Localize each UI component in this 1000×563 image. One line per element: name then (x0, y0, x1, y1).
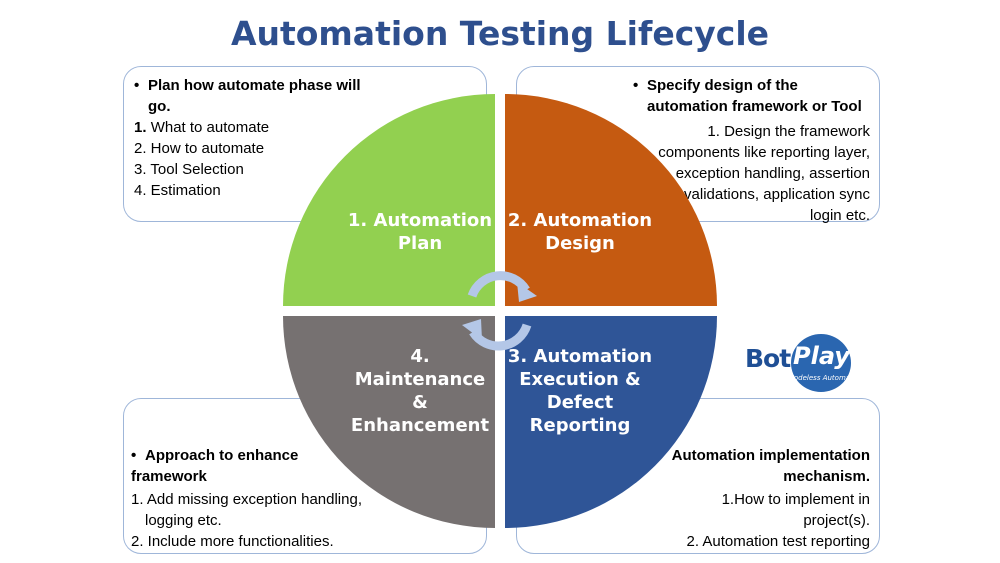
botplay-logo: Bot Play Codeless Automation (745, 334, 865, 394)
maintenance-item: 2. Include more functionalities. (131, 533, 334, 550)
page-title: Automation Testing Lifecycle (230, 14, 770, 53)
design-heading-line-2: automation framework or Tool (647, 98, 862, 115)
bullet-icon: • (131, 447, 137, 464)
quadrant-label-line: Plan (397, 233, 443, 254)
quadrant-label-line: 1. Automation (347, 210, 493, 231)
design-body-line: l validations, application sync (676, 186, 870, 203)
bullet-icon: • (134, 77, 140, 94)
quadrant-label-line: Design (545, 233, 615, 254)
plan-heading-line-2: go. (148, 98, 171, 115)
quadrant-label-line: & (412, 392, 428, 413)
bullet-icon: • (633, 77, 639, 94)
design-heading-line-1: •Specify design of the (633, 77, 798, 94)
plan-item: 3. Tool Selection (134, 161, 244, 178)
logo-text-play: Play (793, 342, 850, 370)
quadrant-maintenance-label: 4. Maintenance & Enhancement (320, 345, 520, 437)
logo-text-bot: Bot (745, 344, 791, 373)
quadrant-execution (505, 316, 717, 528)
quadrant-label-line: 4. (410, 346, 430, 367)
quadrant-label-line: 3. Automation (507, 346, 653, 367)
design-body-line: exception handling, assertion (675, 165, 870, 182)
quadrant-plan-label: 1. Automation Plan (320, 209, 520, 255)
quadrant-label-line: Defect (546, 392, 614, 413)
quadrant-plan (283, 94, 495, 306)
execution-heading-line-1: Automation implementation (671, 447, 870, 464)
design-body-line: components like reporting layer, (658, 144, 870, 161)
quadrant-label-line: Maintenance (354, 369, 486, 390)
quadrant-design (505, 94, 717, 306)
maintenance-item: 1. Add missing exception handling, (131, 491, 362, 508)
quadrant-label-line: 2. Automation (507, 210, 653, 231)
execution-item: project(s). (803, 512, 870, 529)
logo-tagline: Codeless Automation (789, 374, 864, 382)
plan-item: 2. How to automate (134, 140, 265, 157)
maintenance-item: logging etc. (145, 512, 222, 529)
execution-heading-line-2: mechanism. (783, 468, 870, 485)
execution-item: 2. Automation test reporting (686, 533, 870, 550)
quadrant-design-label: 2. Automation Design (480, 209, 680, 255)
quadrant-label-line: Enhancement (350, 415, 490, 436)
quadrant-label-line: Execution & (519, 369, 641, 390)
design-body-line: 1. Design the framework (707, 123, 870, 140)
quadrant-maintenance (283, 316, 495, 528)
plan-heading-line-1: •Plan how automate phase will (134, 77, 361, 94)
plan-item: 1. What to automate (134, 119, 270, 136)
cycle-arrows-icon (462, 271, 537, 351)
maintenance-heading-line-2: framework (131, 468, 207, 485)
maintenance-heading-line-1: •Approach to enhance (131, 447, 299, 464)
quadrant-execution-label: 3. Automation Execution & Defect Reporti… (480, 345, 680, 437)
execution-item: 1.How to implement in (721, 491, 870, 508)
logo-circle (791, 334, 851, 392)
plan-item: 4. Estimation (134, 182, 221, 199)
design-body-line: login etc. (809, 207, 870, 224)
quadrant-label-line: Reporting (529, 415, 631, 436)
